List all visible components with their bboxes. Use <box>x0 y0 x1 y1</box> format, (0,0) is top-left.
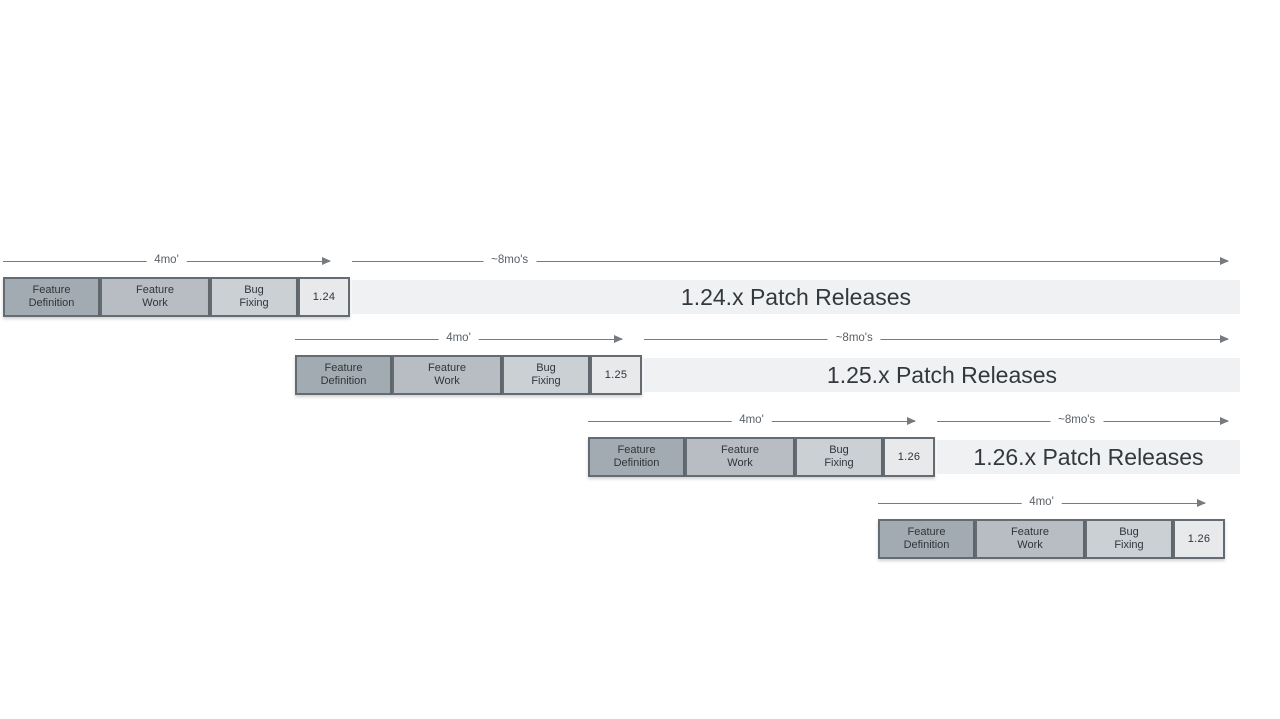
version-box: 1.26 <box>883 437 935 477</box>
patch-releases-label: 1.25.x Patch Releases <box>826 361 1058 388</box>
patch-duration-arrow: ~8mo's <box>644 332 1229 344</box>
phase-label-line: Bug <box>244 284 264 296</box>
phase-label-line: Feature <box>428 362 466 374</box>
phase-label-line: Bug <box>536 362 556 374</box>
patch-duration-arrow-label: ~8mo's <box>827 332 881 344</box>
cycle-duration-arrow: 4mo' <box>3 254 331 266</box>
phase-label-line: Feature <box>136 284 174 296</box>
cycle-duration-arrow-label: 4mo' <box>438 332 479 344</box>
phase-label-line: Feature <box>324 362 363 374</box>
arrowhead-icon <box>322 257 331 265</box>
arrowhead-icon <box>1220 257 1229 265</box>
patch-duration-arrow: ~8mo's <box>937 414 1229 426</box>
patch-releases-label: 1.26.x Patch Releases <box>973 443 1204 470</box>
phase-label-line: Fixing <box>239 297 269 309</box>
cycle-duration-arrow: 4mo' <box>878 496 1206 508</box>
cycle-duration-arrow-label: 4mo' <box>146 254 187 266</box>
patch-releases-bar: 1.26.x Patch Releases <box>937 440 1240 474</box>
arrowhead-icon <box>1220 335 1229 343</box>
arrowhead-icon <box>614 335 623 343</box>
phase-label-line: Fixing <box>1114 539 1144 551</box>
phase-label-line: Fixing <box>531 375 561 387</box>
version-box: 1.25 <box>590 355 642 395</box>
phase-label-line: Work <box>1017 539 1043 551</box>
phase-label-line: Feature <box>32 284 71 296</box>
phase-label-line: Bug <box>1119 526 1139 538</box>
phase-label-line: Fixing <box>824 457 854 469</box>
patch-duration-arrow: ~8mo's <box>352 254 1229 266</box>
phase-label-line: Feature <box>617 444 656 456</box>
phase-label-line: Feature <box>1011 526 1049 538</box>
cycle-duration-arrow-label: 4mo' <box>731 414 772 426</box>
cycle-duration-arrow: 4mo' <box>295 332 623 344</box>
version-box: 1.24 <box>298 277 350 317</box>
phase-label-line: Work <box>434 375 460 387</box>
phase-label-line: Feature <box>907 526 946 538</box>
arrowhead-icon <box>1220 417 1229 425</box>
phase-label-line: Definition <box>320 375 367 387</box>
phase-label-line: Definition <box>903 539 950 551</box>
version-box: 1.26 <box>1173 519 1225 559</box>
phase-label-line: Bug <box>829 444 849 456</box>
patch-releases-bar: 1.25.x Patch Releases <box>644 358 1240 392</box>
phase-label-line: Feature <box>721 444 759 456</box>
phase-label-line: Definition <box>613 457 660 469</box>
phase-label-line: Definition <box>28 297 75 309</box>
patch-duration-arrow-label: ~8mo's <box>1050 414 1104 426</box>
cycle-duration-arrow: 4mo' <box>588 414 916 426</box>
patch-releases-label: 1.24.x Patch Releases <box>680 283 912 310</box>
arrowhead-icon <box>907 417 916 425</box>
cycle-duration-arrow-label: 4mo' <box>1021 496 1062 508</box>
arrowhead-icon <box>1197 499 1206 507</box>
patch-duration-arrow-label: ~8mo's <box>483 254 537 266</box>
patch-releases-bar: 1.24.x Patch Releases <box>352 280 1240 314</box>
phase-label-line: Work <box>727 457 753 469</box>
phase-label-line: Work <box>142 297 168 309</box>
